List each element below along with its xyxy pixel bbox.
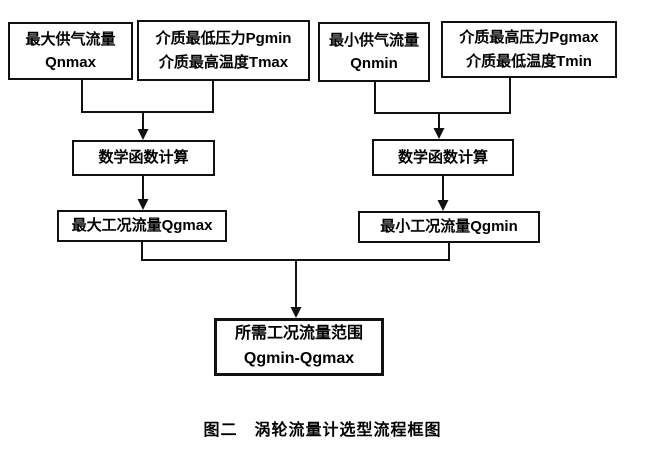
node-math-right: 数学函数计算: [372, 139, 514, 176]
node-qgmax-label: 最大工况流量Qgmax: [71, 217, 213, 235]
node-pgmin-tmax-line2: 介质最高温度Tmax: [158, 53, 289, 71]
node-flow-range-line1: 所需工况流量范围: [234, 325, 363, 343]
figure-caption: 图二 涡轮流量计选型流程框图: [203, 422, 442, 439]
node-math-left-label: 数学函数计算: [98, 149, 189, 167]
node-qnmax: 最大供气流量 Qnmax: [8, 22, 133, 80]
node-qgmax: 最大工况流量Qgmax: [57, 210, 227, 242]
node-pgmin-tmax-line1: 介质最低压力Pgmin: [155, 30, 292, 48]
node-flow-range-line2: Qgmin-Qgmax: [243, 350, 355, 367]
node-pgmax-tmin: 介质最高压力Pgmax 介质最低温度Tmin: [441, 21, 617, 78]
node-qnmin-line2: Qnmin: [350, 55, 398, 72]
node-flow-range: 所需工况流量范围 Qgmin-Qgmax: [214, 318, 384, 376]
node-math-left: 数学函数计算: [72, 140, 215, 176]
node-math-right-label: 数学函数计算: [397, 148, 488, 166]
arrowhead-to-qgmin: [437, 200, 449, 211]
node-qnmax-line2: Qnmax: [45, 54, 96, 71]
arrowhead-to-math-left: [137, 129, 149, 140]
node-pgmax-tmin-line1: 介质最高压力Pgmax: [459, 29, 599, 47]
arrowhead-to-range: [290, 307, 302, 318]
node-qnmin-line1: 最小供气流量: [328, 31, 419, 49]
node-qnmin: 最小供气流量 Qnmin: [318, 22, 430, 82]
node-qgmin-label: 最小工况流量Qgmin: [380, 218, 518, 236]
arrowhead-to-qgmax: [137, 199, 149, 210]
arrowhead-to-math-right: [433, 128, 445, 139]
node-qgmin: 最小工况流量Qgmin: [358, 211, 540, 243]
node-qnmax-line1: 最大供气流量: [25, 30, 116, 48]
node-pgmax-tmin-line2: 介质最低温度Tmin: [466, 52, 592, 70]
node-pgmin-tmax: 介质最低压力Pgmin 介质最高温度Tmax: [137, 20, 310, 81]
